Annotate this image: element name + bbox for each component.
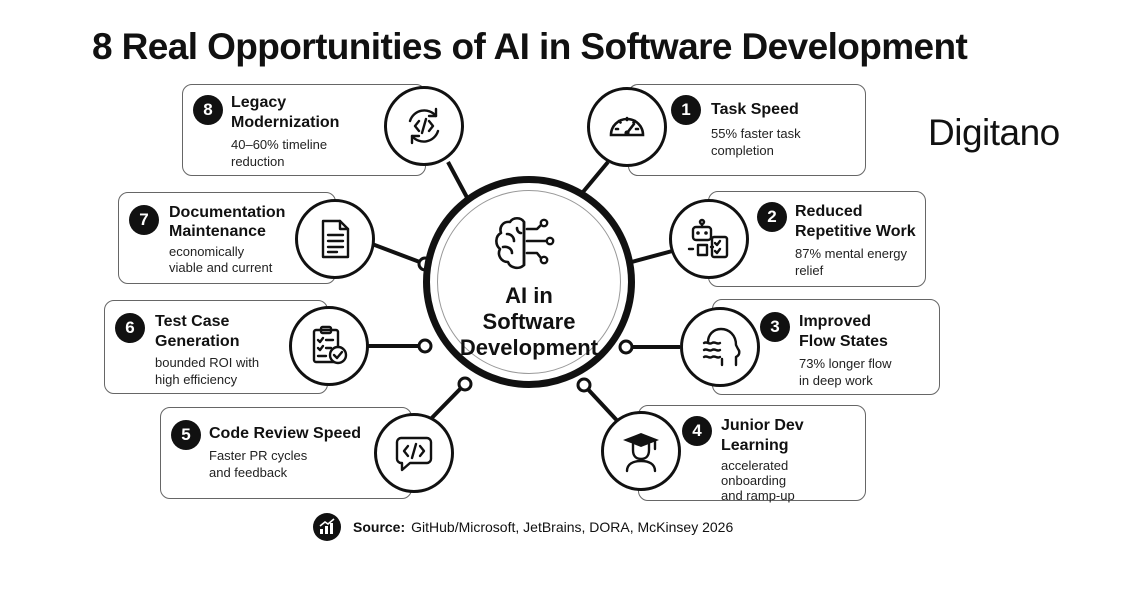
card-title-line1: Reduced [795, 203, 863, 220]
center-title-line2: Software [482, 309, 576, 334]
card-test-case-generation: 6 Test Case Generation bounded ROI with … [104, 300, 328, 394]
chart-icon [313, 513, 341, 541]
badge-number-7: 7 [129, 205, 159, 235]
card-title-line1: Improved [799, 313, 872, 330]
card-code-review-speed: 5 Code Review Speed Faster PR cycles and… [160, 407, 412, 499]
card-title-line1: Test Case [155, 313, 230, 330]
badge-number-4: 4 [682, 416, 712, 446]
card-desc-line1: 40–60% timeline [231, 137, 328, 152]
card-title-line1: Legacy [231, 94, 287, 111]
card-desc-line1: 55% faster task [711, 126, 801, 141]
badge-number-1: 1 [671, 95, 701, 125]
card-title-line1: Documentation [169, 204, 286, 221]
card-task-speed: 1 Task Speed 55% faster task completion [628, 84, 866, 176]
card-desc-line2: relief [795, 263, 824, 278]
card-desc-line1: accelerated [721, 458, 789, 473]
source-footer: Source: GitHub/Microsoft, JetBrains, DOR… [313, 513, 733, 541]
card-desc-line1: economically [169, 244, 245, 259]
card-desc-line3: and ramp-up [721, 488, 795, 503]
brain-circuit-icon [495, 216, 555, 270]
graduate-icon [601, 411, 681, 491]
card-title-line2: Flow States [799, 333, 888, 350]
badge-number-2: 2 [757, 202, 787, 232]
center-title-line1: AI in [505, 283, 553, 308]
head-waves-icon [680, 307, 760, 387]
card-desc-line1: 73% longer flow [799, 356, 892, 371]
card-desc-line2: high efficiency [155, 372, 238, 387]
card-desc-line2: reduction [231, 154, 285, 169]
card-title: Code Review Speed [209, 425, 362, 442]
card-title-line1: Junior Dev [721, 417, 804, 434]
badge-number-6: 6 [115, 313, 145, 343]
card-title: Task Speed [711, 101, 799, 118]
card-desc-line2: viable and current [169, 260, 273, 275]
badge-number-8: 8 [193, 95, 223, 125]
digitano-logo: Digitano [928, 112, 1060, 153]
badge-number-5: 5 [171, 420, 201, 450]
page-title: 8 Real Opportunities of AI in Software D… [92, 26, 968, 67]
source-text: GitHub/Microsoft, JetBrains, DORA, McKin… [411, 519, 734, 535]
card-title-line2: Modernization [231, 114, 340, 131]
card-title-line2: Repetitive Work [795, 223, 916, 240]
card-desc-line1: Faster PR cycles [209, 448, 308, 463]
badge-number-3: 3 [760, 312, 790, 342]
speedometer-icon [587, 87, 667, 167]
clipboard-check-icon [289, 306, 369, 386]
card-title-line2: Generation [155, 333, 240, 350]
robot-checklist-icon [669, 199, 749, 279]
card-desc-line2: completion [711, 143, 774, 158]
card-title-line2: Maintenance [169, 223, 266, 240]
card-desc-line2: and feedback [209, 465, 288, 480]
card-desc-line1: 87% mental energy [795, 246, 908, 261]
code-chat-icon [374, 413, 454, 493]
code-refresh-icon [384, 86, 464, 166]
center-inner-ring [437, 190, 621, 374]
card-title-line2: Learning [721, 437, 789, 454]
card-desc-line2: onboarding [721, 473, 787, 488]
card-desc-line2: in deep work [799, 373, 873, 388]
card-desc-line1: bounded ROI with [155, 355, 260, 370]
document-icon [295, 199, 375, 279]
center-title-line3: Development [459, 335, 599, 360]
source-label: Source: [353, 519, 406, 535]
